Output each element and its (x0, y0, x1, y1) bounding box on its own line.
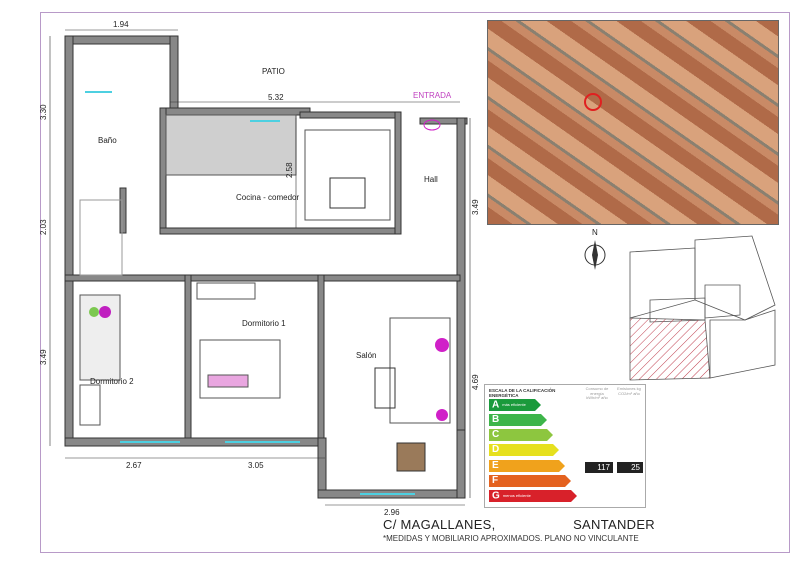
coffee-table (374, 367, 396, 409)
dim-cocina-depth: 2.58 (285, 162, 294, 178)
label-cocina: Cocina - comedor (236, 193, 299, 202)
dim-patio-width: 5.32 (268, 93, 284, 102)
dim-bottom-d1: 3.05 (248, 461, 264, 470)
dim-left-bottom: 3.49 (39, 349, 48, 365)
grade-f: F (489, 475, 571, 487)
sofa (389, 317, 451, 424)
dim-top-bano: 1.94 (113, 20, 129, 29)
bed-dormitorio-2 (79, 294, 121, 381)
label-bano: Baño (98, 136, 117, 145)
windows (85, 91, 415, 495)
label-salon: Salón (356, 351, 376, 360)
dim-right-top: 3.49 (471, 199, 480, 215)
energy-title: ESCALA DE LA CALIFICACIÓN ENERGÉTICA (489, 388, 556, 398)
site-plan (629, 235, 776, 381)
label-entrada: ENTRADA (413, 91, 452, 100)
energy-emissions-value: 25 (617, 462, 643, 473)
compass-north-label: N (592, 228, 598, 237)
dining-table (329, 177, 366, 209)
label-dormitorio-1: Dormitorio 1 (242, 319, 286, 328)
dim-right-bottom: 4.69 (471, 374, 480, 390)
location-marker-icon (584, 93, 602, 111)
address-street: C/ MAGALLANES, (383, 517, 496, 532)
aerial-map (487, 20, 779, 225)
energy-col-consumption: Consumo de energía kWh/m² año (585, 386, 609, 400)
armchair (396, 442, 426, 472)
energy-consumption-value: 117 (585, 462, 613, 473)
dim-bottom-salon: 2.96 (384, 508, 400, 517)
grade-e: E (489, 460, 565, 472)
entrance-icon (423, 119, 441, 131)
dimension-lines (49, 29, 471, 506)
page-frame (40, 12, 790, 553)
address: C/ MAGALLANES, SANTANDER (383, 517, 655, 532)
dim-left-mid: 2.03 (39, 219, 48, 235)
dim-bottom-d2: 2.67 (126, 461, 142, 470)
energy-label: ESCALA DE LA CALIFICACIÓN ENERGÉTICA Con… (484, 384, 646, 508)
energy-col-emissions: Emisiones kg CO2/m² año (617, 386, 641, 396)
dim-left-top: 3.30 (39, 104, 48, 120)
compass-icon (584, 240, 606, 270)
label-patio: PATIO (262, 67, 285, 76)
address-city: SANTANDER (573, 517, 655, 532)
kitchen-counter (165, 114, 297, 176)
grade-c: C (489, 429, 553, 441)
walls (64, 35, 468, 499)
label-hall: Hall (424, 175, 438, 184)
label-dormitorio-2: Dormitorio 2 (90, 377, 134, 386)
disclaimer-note: *MEDIDAS Y MOBILIARIO APROXIMADOS. PLANO… (383, 534, 639, 543)
grade-d: D (489, 444, 559, 456)
grade-b: B (489, 414, 547, 426)
bed-dormitorio-1 (199, 339, 281, 399)
